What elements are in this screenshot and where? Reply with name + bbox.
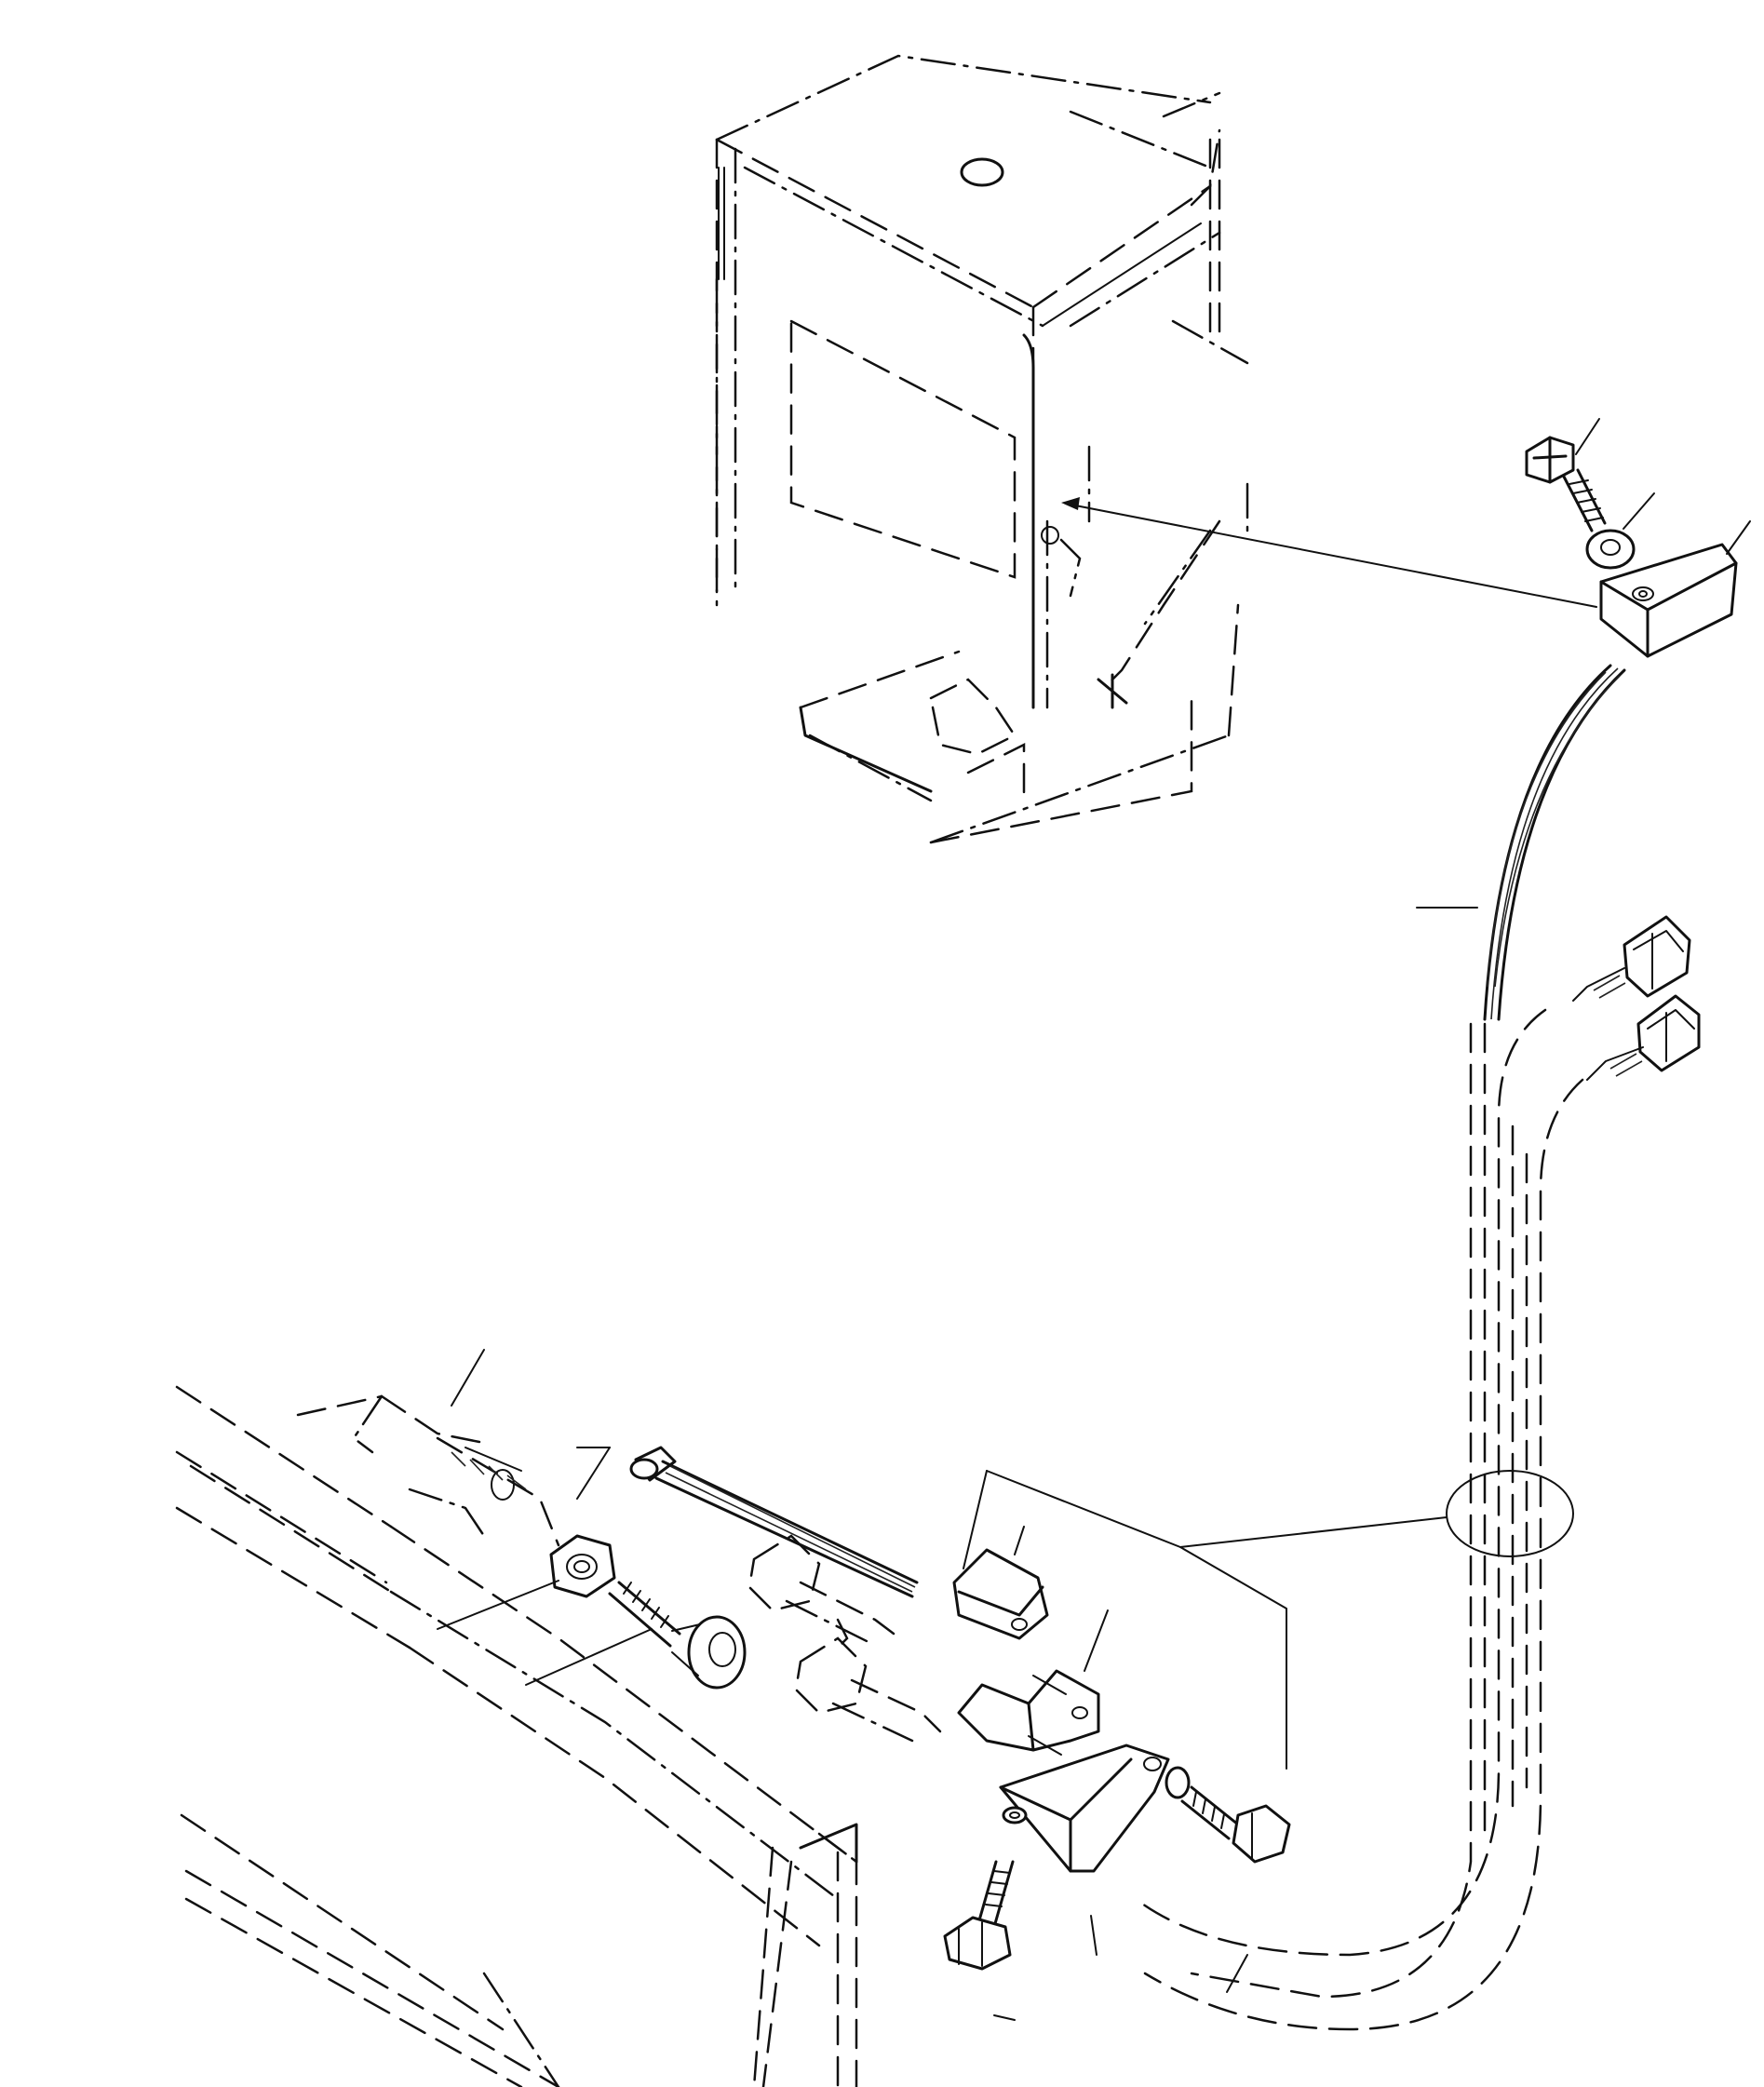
- washer-icon: [1585, 529, 1636, 570]
- callout-leaders-upper: [1416, 418, 1751, 909]
- callout-leaders-lower: [437, 1526, 1248, 2021]
- hose-clamp-ring: [1179, 1470, 1574, 1557]
- clamp-lower-half: [957, 1669, 1100, 1756]
- installation-arrow: [1061, 497, 1597, 608]
- lower-fitting-2: [794, 1636, 942, 1743]
- bracket-bolt-right-icon: [1165, 1766, 1291, 1864]
- cable-terminal: [629, 1446, 919, 1598]
- machine-frame: [175, 1349, 858, 2087]
- stud-bolt-icon: [608, 1581, 747, 1690]
- bracket-group-outline: [576, 1447, 1287, 1770]
- clamp-upper-half: [952, 1548, 1049, 1640]
- sensor-block: [1599, 543, 1738, 658]
- sensor-cable: [1483, 664, 1626, 1021]
- cap-icon: [960, 157, 1004, 187]
- hose-fittings: [1572, 915, 1701, 1081]
- mounting-bolt-icon: [1525, 436, 1607, 532]
- mounting-bracket: [999, 1744, 1170, 1873]
- lower-fitting-1: [747, 1534, 895, 1654]
- bracket-bolt-bottom-icon: [943, 1806, 1028, 1971]
- hex-nut-icon: [549, 1534, 616, 1598]
- control-box-housing: [715, 54, 1249, 844]
- hydraulic-hoses: [1134, 1008, 1584, 2031]
